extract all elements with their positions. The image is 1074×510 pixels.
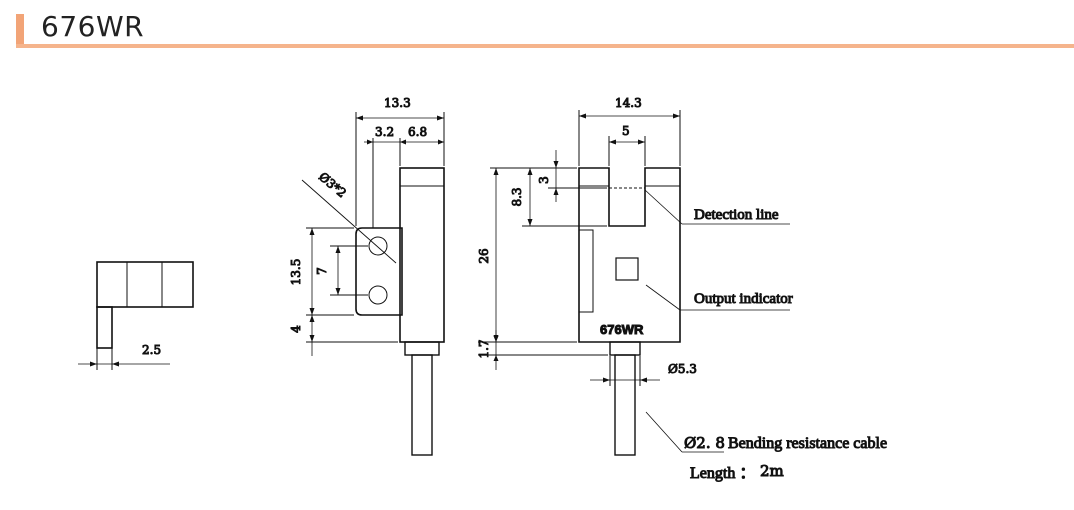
front-view: 676WR 14.3 5 26 8.3 3 1.7 xyxy=(477,96,888,483)
dim-side-total-width: 13.3 xyxy=(384,96,411,110)
dim-slot-depth: 8.3 xyxy=(510,187,524,206)
dim-hole-pitch: 7 xyxy=(315,267,329,275)
dim-side-body: 6.8 xyxy=(408,125,427,139)
dim-side-height: 13.5 xyxy=(289,259,303,286)
dim-slot-depth-small: 3 xyxy=(537,176,551,184)
dim-side-bottom: 4 xyxy=(289,325,303,333)
dim-bottom-width: 2.5 xyxy=(142,343,161,357)
dim-cable-boot-diameter: Ø5.3 xyxy=(668,362,697,376)
dim-hole-diameter: Ø3*2 xyxy=(316,170,349,201)
cable-diameter-label: Ø2. 8 xyxy=(684,434,725,452)
cable-length-value: 2m xyxy=(760,462,784,480)
dim-bottom-offset: 1.7 xyxy=(477,339,491,358)
cable-description-label: Bending resistance cable xyxy=(728,435,887,452)
output-indicator-label: Output indicator xyxy=(694,291,793,307)
detection-line-label: Detection line xyxy=(694,207,779,223)
bottom-view: 2.5 xyxy=(78,261,194,370)
dim-front-width: 14.3 xyxy=(615,96,642,110)
cable-length-label: Length ： xyxy=(690,465,755,482)
dim-slot-width: 5 xyxy=(622,124,630,138)
side-view: 13.3 3.2 6.8 Ø3*2 13.5 4 7 xyxy=(289,96,445,456)
header-accent-bar xyxy=(16,14,24,44)
product-marking: 676WR xyxy=(600,322,644,337)
section-header: 676WR xyxy=(0,0,1074,50)
page-title: 676WR xyxy=(41,10,145,43)
dim-side-flange: 3.2 xyxy=(375,125,394,139)
dim-total-height: 26 xyxy=(477,248,491,263)
header-underline xyxy=(16,44,1074,48)
